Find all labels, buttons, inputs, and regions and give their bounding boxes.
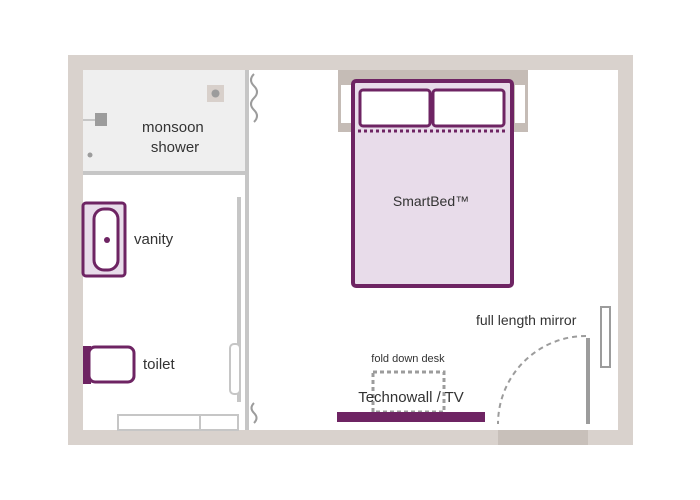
smartbed-label: SmartBed™ (393, 193, 469, 209)
nightstand-left (339, 83, 353, 125)
pillow-left (358, 88, 432, 128)
monsoon-label-line1: monsoon (142, 119, 204, 136)
desk-label: fold down desk (371, 353, 445, 365)
technowall-label: Technowall / TV (358, 389, 464, 406)
vanity-icon (81, 201, 127, 278)
outer-walls (68, 55, 633, 445)
toilet-label: toilet (143, 356, 176, 373)
technowall-icon (337, 412, 485, 422)
window (117, 414, 239, 431)
monsoon-label-line2: shower (151, 139, 199, 156)
pillow-right (431, 88, 506, 128)
shower-valve-icon (87, 152, 93, 158)
bathroom-partition-wall (245, 70, 249, 430)
fold-down-desk-outline (371, 370, 446, 414)
shower-head-icon (207, 85, 224, 102)
monsoon-shower-label: monsoon shower (142, 119, 208, 156)
toilet-icon (83, 345, 136, 384)
sliding-door-handle (229, 343, 241, 395)
shower-control-icon (95, 113, 107, 126)
vanity-label: vanity (134, 231, 174, 248)
mirror-icon (600, 306, 611, 368)
curtain-bottom-icon (250, 402, 258, 424)
mirror-label: full length mirror (476, 312, 577, 328)
nightstand-right (513, 83, 527, 125)
curtain-top-icon (250, 73, 258, 123)
door-swing-arc (497, 335, 587, 425)
